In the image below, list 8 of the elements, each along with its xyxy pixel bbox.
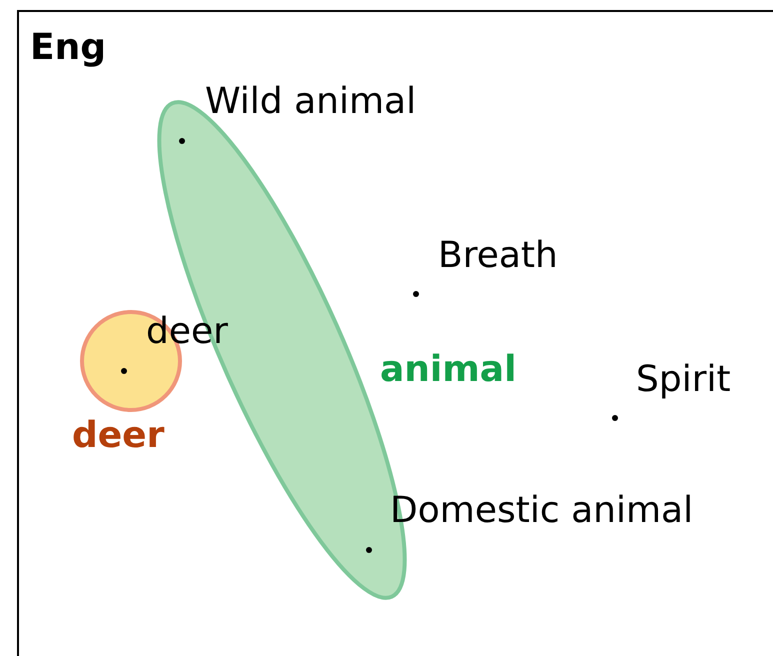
point-label: deer <box>146 314 228 350</box>
point-label: Domestic animal <box>390 493 694 529</box>
point-label: Breath <box>438 238 558 274</box>
point-label: Wild animal <box>205 84 416 120</box>
panel-title: Eng <box>30 30 106 66</box>
category-label: deer <box>72 418 164 454</box>
category-label: animal <box>380 352 516 388</box>
point-label: Spirit <box>636 362 731 398</box>
